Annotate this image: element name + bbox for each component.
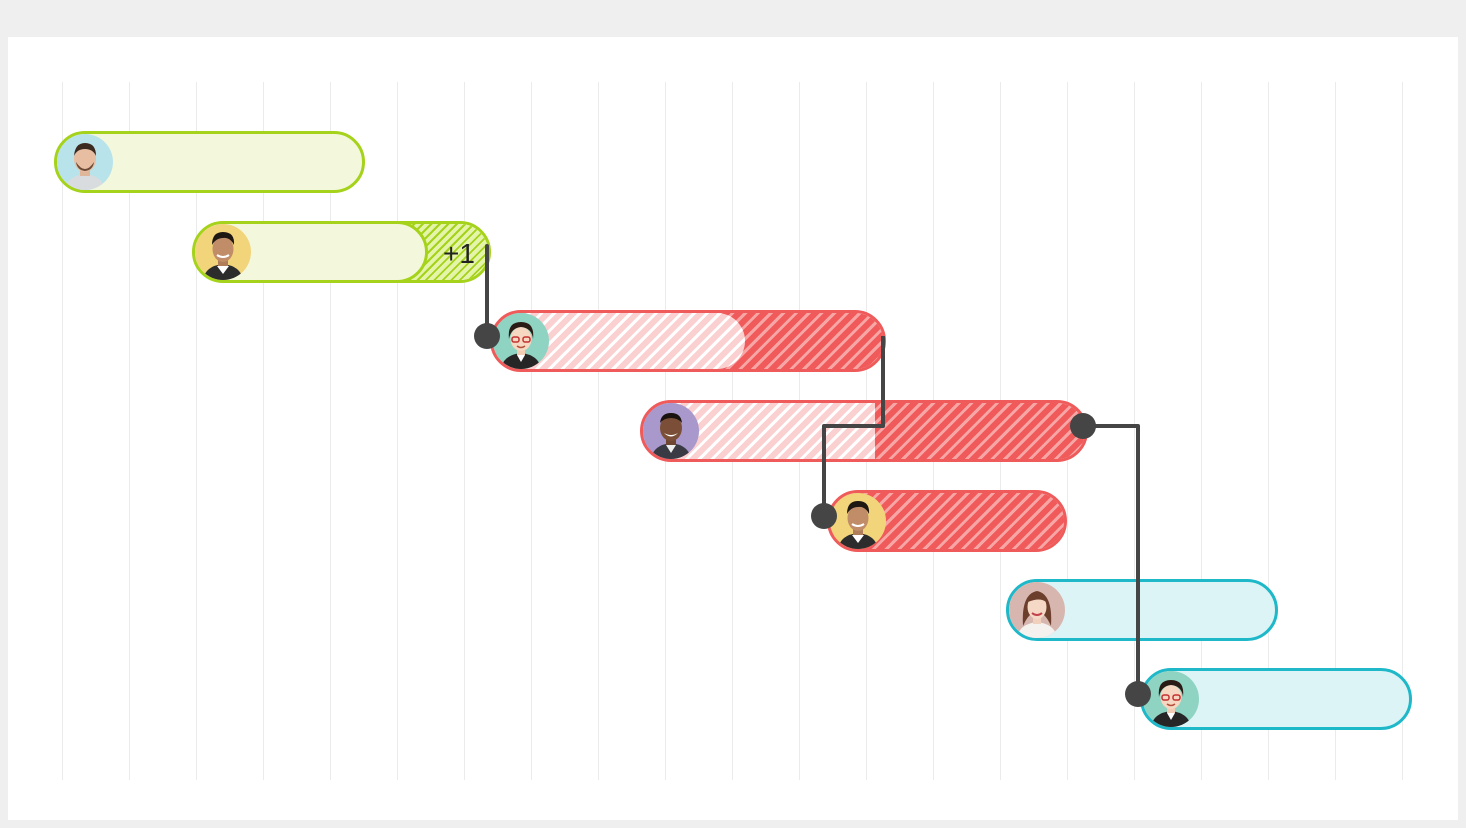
avatar-icon — [1143, 671, 1199, 727]
avatar-icon — [643, 403, 699, 459]
gridline — [263, 82, 264, 780]
gridline — [62, 82, 63, 780]
gridline — [598, 82, 599, 780]
gridline — [330, 82, 331, 780]
avatar-icon — [57, 134, 113, 190]
gridline — [1134, 82, 1135, 780]
gridline — [397, 82, 398, 780]
avatar-icon — [1009, 582, 1065, 638]
gridline — [1201, 82, 1202, 780]
gridline — [464, 82, 465, 780]
gridline — [1335, 82, 1336, 780]
task-bar-1[interactable] — [54, 131, 365, 193]
avatar-icon — [195, 224, 251, 280]
gridline — [129, 82, 130, 780]
task-bar-3[interactable] — [490, 310, 886, 372]
gridline — [1402, 82, 1403, 780]
avatar-icon — [830, 493, 886, 549]
gridline — [196, 82, 197, 780]
extra-assignees-badge: +1 — [443, 238, 475, 269]
gridline — [1268, 82, 1269, 780]
avatar-icon — [493, 313, 549, 369]
task-bar-4[interactable] — [640, 400, 1088, 462]
gridline — [531, 82, 532, 780]
